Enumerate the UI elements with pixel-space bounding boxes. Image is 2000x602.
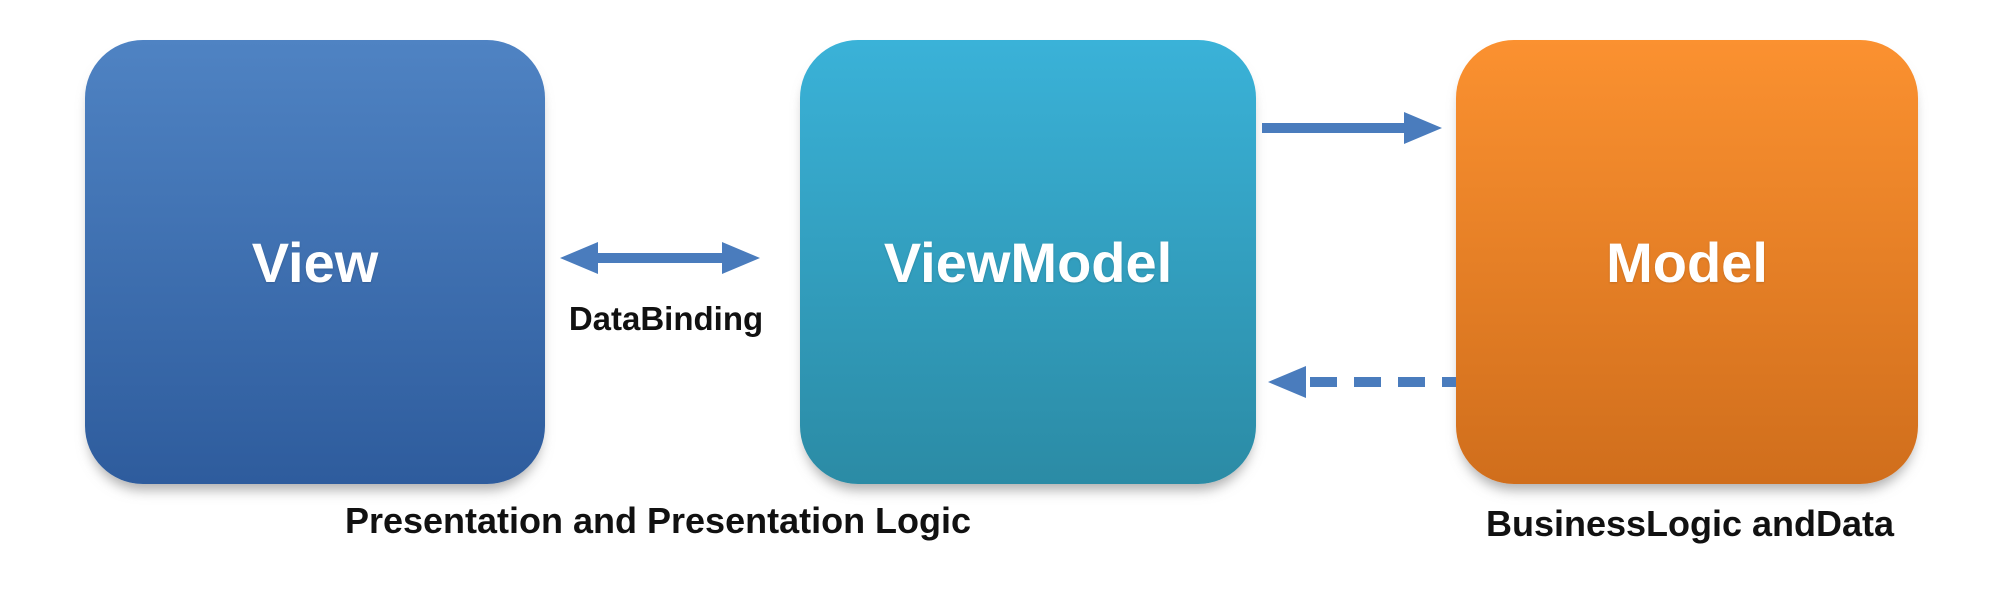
model-node: Model (1456, 40, 1918, 484)
databinding-label: DataBinding (568, 300, 764, 337)
viewmodel-node-label: ViewModel (883, 230, 1173, 294)
presentation-logic-caption: Presentation and Presentation Logic (344, 500, 972, 541)
business-logic-caption: BusinessLogic andData (1485, 503, 1895, 544)
model-to-viewmodel-dashed-arrow-icon (1268, 366, 1456, 398)
view-node: View (85, 40, 545, 484)
view-node-label: View (251, 230, 379, 294)
model-node-label: Model (1606, 230, 1768, 294)
viewmodel-node: ViewModel (800, 40, 1256, 484)
databinding-double-arrow-icon (560, 242, 760, 274)
viewmodel-to-model-arrow-icon (1262, 112, 1442, 144)
